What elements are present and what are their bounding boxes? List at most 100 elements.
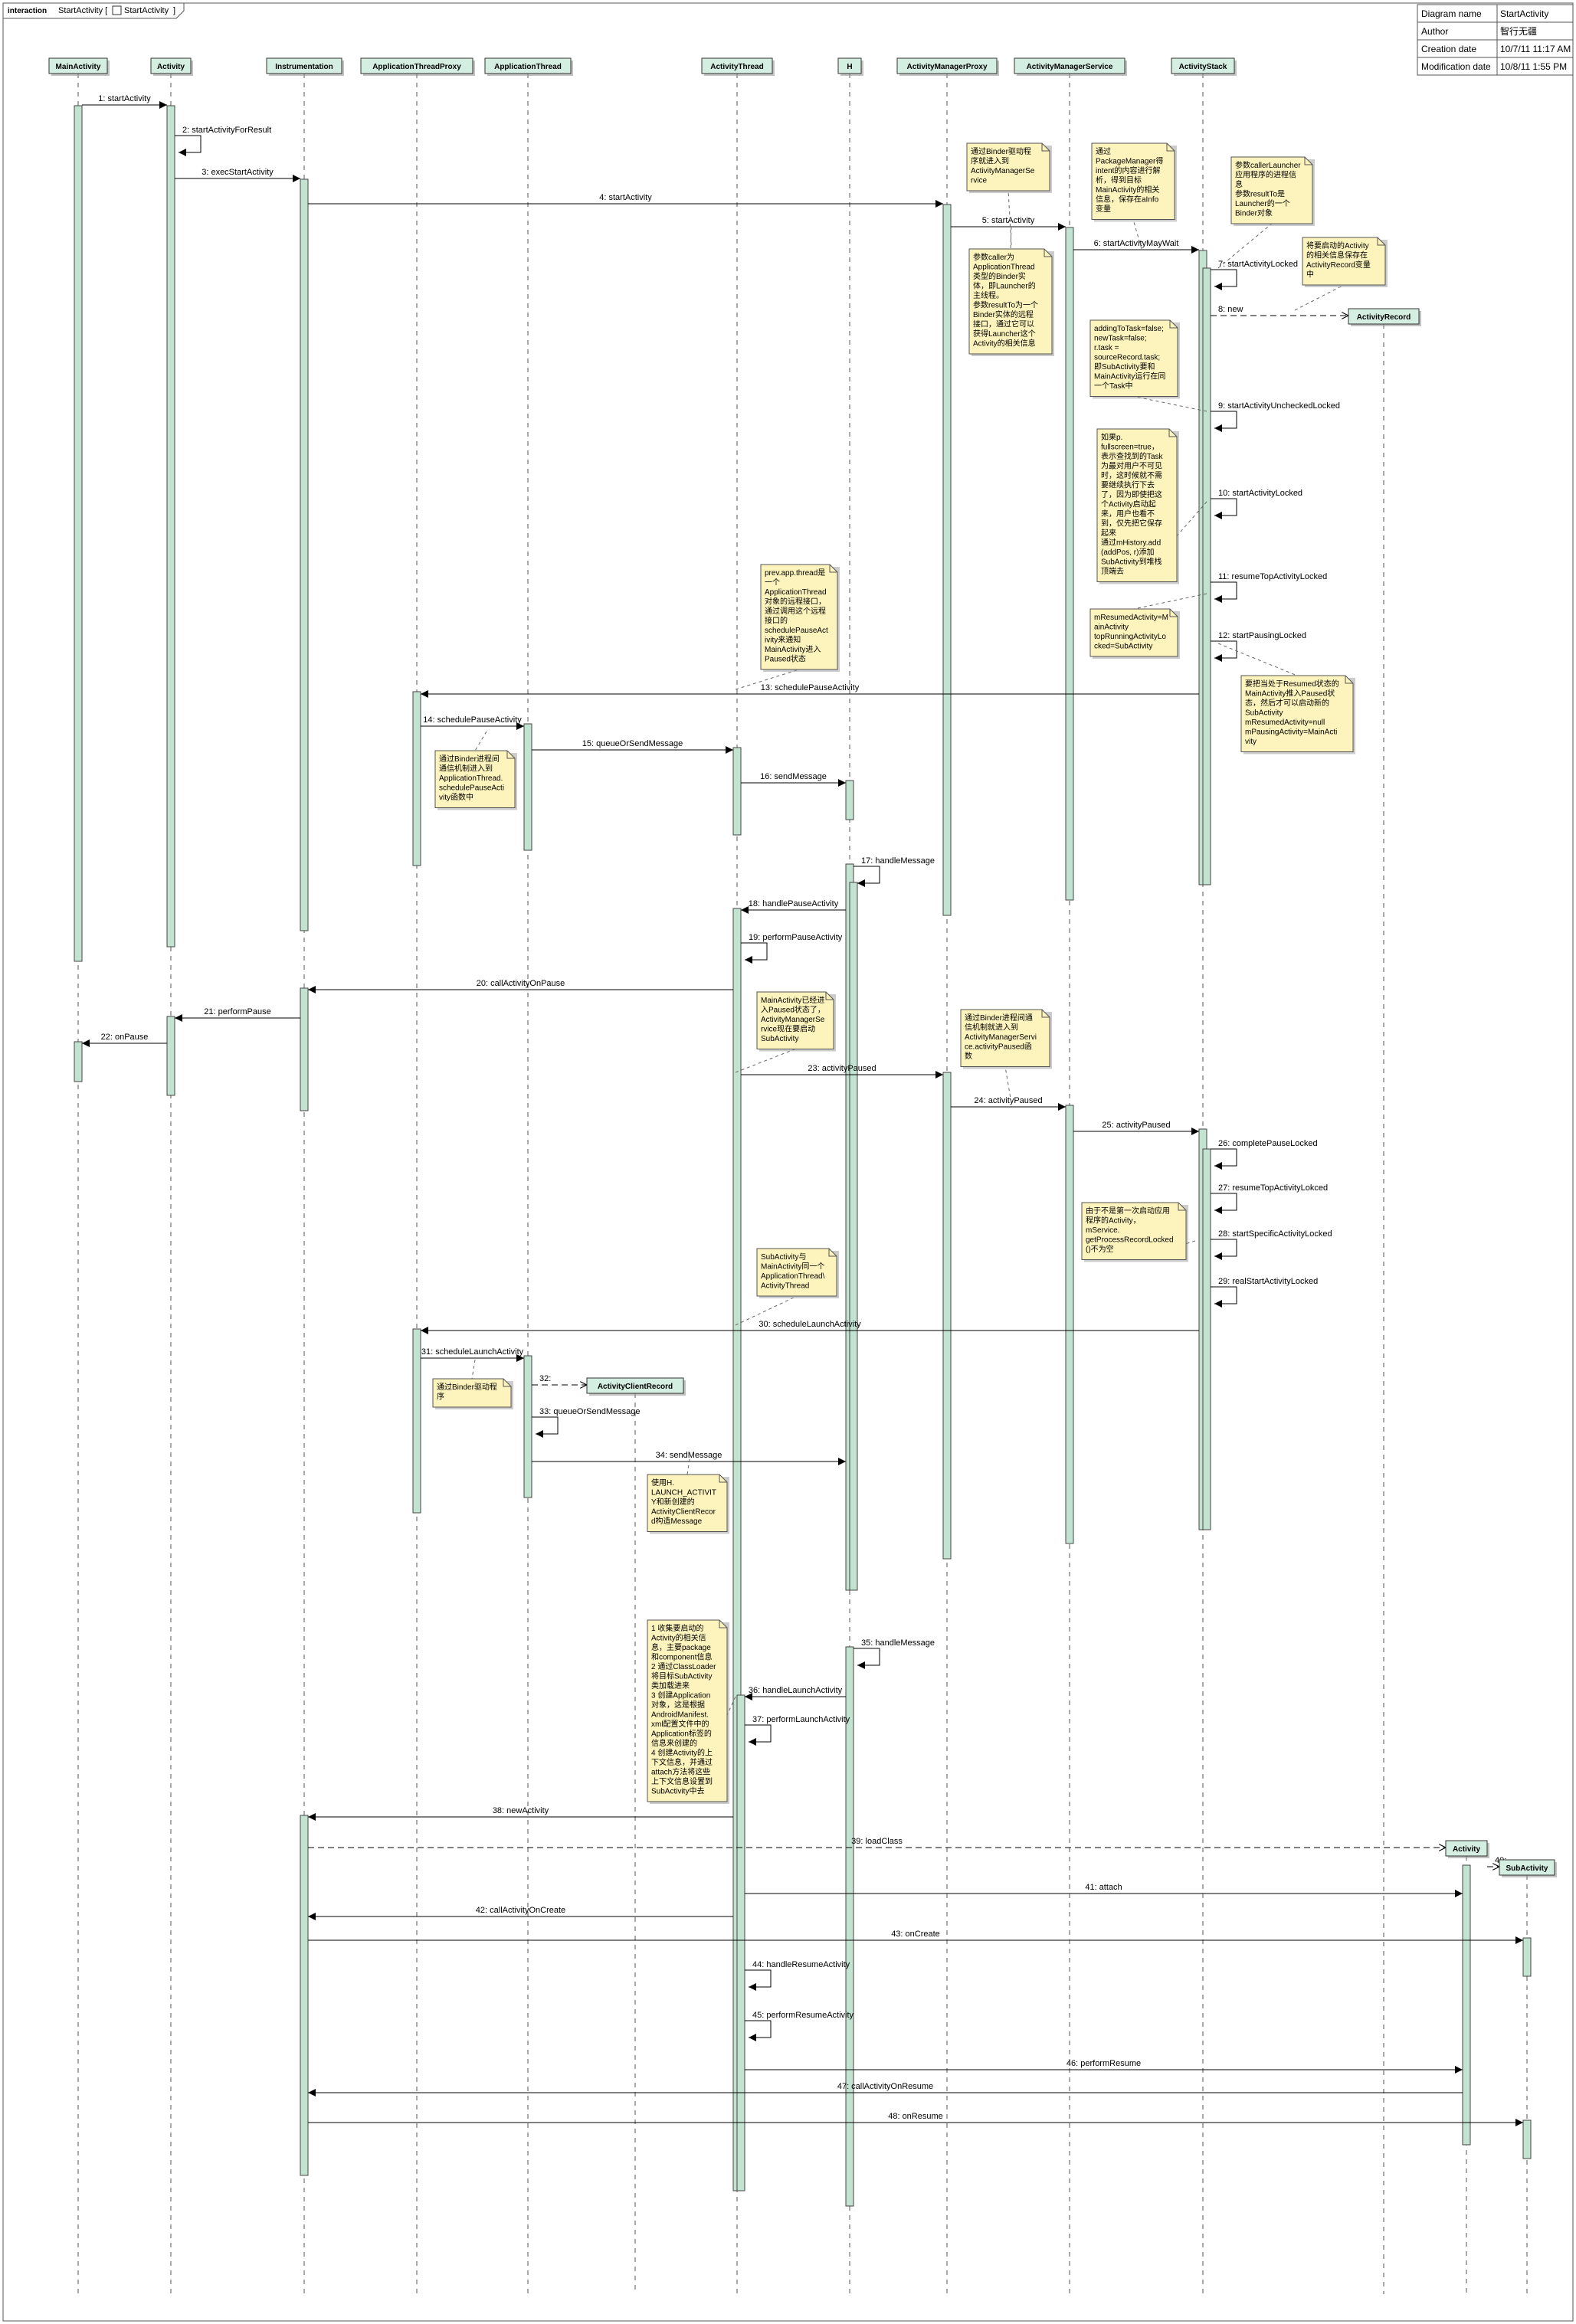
activation-bar-activityobj — [1462, 1864, 1471, 2146]
activation-bar-activity — [166, 1016, 175, 1096]
message-label: 10: startActivityLocked — [1218, 489, 1302, 498]
note-line: prev.app.thread是 — [765, 568, 825, 578]
lifeline-header-activityclientrecord — [586, 1377, 684, 1394]
note-line: 息，主要package — [651, 1642, 711, 1652]
message-label: 43: onCreate — [891, 1930, 940, 1939]
activation-bar-subactivity — [1522, 1937, 1532, 1977]
note-box — [968, 248, 1053, 355]
self-message-arrow — [1211, 1193, 1237, 1214]
note-line: xml配置文件中的 — [651, 1719, 709, 1729]
note-line: Application标签的 — [651, 1729, 712, 1739]
note-connector — [1294, 284, 1345, 311]
message-label: 45: performResumeActivity — [752, 2011, 854, 2020]
self-message-arrow — [175, 135, 202, 156]
note-line: ActivityManagerSe — [971, 167, 1035, 175]
note-box — [756, 1248, 837, 1297]
note-line: ivity来通知 — [765, 635, 801, 645]
prop-value: 智行无疆 — [1500, 25, 1537, 37]
note-line: 一个 — [765, 578, 780, 588]
note-line: newTask=false; — [1094, 335, 1147, 343]
note-fold — [1169, 320, 1178, 329]
note-box — [434, 750, 516, 808]
lifeline-header-applicationthread — [484, 57, 572, 74]
note-line: Activity的相关信 — [651, 1633, 706, 1643]
message-label: 28: startSpecificActivityLocked — [1218, 1229, 1332, 1239]
note-line: addingToTask=false; — [1094, 325, 1164, 333]
frame-title-prefix: StartActivity [ — [58, 6, 107, 15]
note-fold — [1304, 157, 1312, 165]
note-line: MainActivity的相关 — [1096, 185, 1159, 195]
lifeline-label: Activity — [1453, 1845, 1481, 1854]
note-connector — [1004, 1066, 1012, 1104]
note-line: 息 — [1235, 179, 1243, 189]
frame-title-suffix: ] — [173, 6, 175, 15]
note-fold — [1169, 609, 1178, 617]
note-line: attach方法将这些 — [651, 1767, 710, 1777]
note-line: 通过Binder进程间 — [439, 754, 500, 764]
note-fold — [1044, 249, 1052, 257]
lifeline-header-instrumentation — [266, 57, 342, 74]
message-label: 27: resumeTopActivityLokced — [1218, 1183, 1328, 1193]
note-fold — [1178, 1203, 1186, 1211]
note-line: fullscreen=true， — [1101, 444, 1159, 452]
note-line: 参数resultTo是 — [1235, 189, 1285, 199]
note-line: mPausingActivity=MainActi — [1245, 728, 1337, 737]
lifeline-header-applicationthreadproxy — [360, 57, 473, 74]
note-line: mService. — [1086, 1226, 1119, 1235]
lifeline-header-subactivity — [1499, 1859, 1555, 1876]
note-fold — [1377, 237, 1385, 246]
note-box — [756, 991, 834, 1049]
note-fold — [825, 992, 834, 1000]
note-line: 表示查找到的Task — [1101, 451, 1164, 461]
properties-table: Diagram name StartActivity Author 智行无疆 C… — [1417, 4, 1574, 76]
note-line: 将要启动的Activity — [1306, 241, 1369, 250]
note-line: MainActivity推入Paused状 — [1245, 689, 1335, 699]
note-connector — [1133, 396, 1207, 412]
activation-bar-instrumentation — [300, 178, 309, 931]
note-box — [432, 1378, 512, 1408]
note-fold — [1041, 1010, 1050, 1018]
note-line: vity — [1245, 738, 1257, 746]
note-line: SubActivity — [761, 1035, 798, 1043]
note-line: 类加载进来 — [651, 1681, 690, 1691]
note-line: mResumedActivity=M — [1094, 614, 1168, 622]
prop-key: Creation date — [1421, 44, 1476, 54]
note-line: AndroidManifest. — [651, 1711, 709, 1720]
message-label: 13: schedulePauseActivity — [761, 683, 860, 692]
note-line: 4 创建Activity的上 — [651, 1748, 713, 1758]
activation-bar-activitymanagerservice — [1065, 227, 1074, 901]
note-line: 即SubActivity要和 — [1094, 362, 1155, 372]
note-line: 数 — [965, 1051, 972, 1061]
note-line: 对象的远程接口， — [765, 597, 826, 607]
activation-bar-activitythread — [736, 1694, 745, 2191]
message-label: 34: sendMessage — [656, 1451, 722, 1460]
note-line: r.task = — [1094, 344, 1119, 352]
self-message-arrow — [1211, 1286, 1237, 1308]
lifeline-label: ApplicationThread — [494, 63, 562, 71]
note-line: 一个Task中 — [1094, 381, 1133, 391]
activation-bar-activitymanagerproxy — [942, 1072, 952, 1560]
note-line: 如果p. — [1101, 432, 1122, 442]
message-label: 25: activityPaused — [1102, 1121, 1170, 1130]
note-line: 信机制就进入到 — [965, 1023, 1018, 1033]
lifeline-header-activitymanagerservice — [1014, 57, 1125, 74]
note-line: 要把当处于Resumed状态的 — [1245, 679, 1339, 689]
activation-bar-h — [845, 1646, 854, 2207]
note-line: 程序的Activity， — [1086, 1216, 1141, 1226]
note-line: 获得Launcher这个 — [973, 329, 1036, 339]
message-label: 32: — [539, 1374, 551, 1383]
note-line: MainActivity同一个 — [761, 1262, 824, 1272]
note-line: 应用程序的进程信 — [1235, 170, 1296, 180]
note-line: 对象，这是根据 — [651, 1700, 705, 1710]
note-line: ce.activityPaused函 — [965, 1043, 1032, 1052]
lifeline-label: ActivityClientRecord — [598, 1383, 673, 1391]
note-line: 的相关信息保存在 — [1306, 250, 1368, 260]
note-line: topRunningActivityLo — [1094, 633, 1166, 641]
note-line: 通信机制进入到 — [439, 764, 493, 774]
note-line: ApplicationThread. — [439, 774, 503, 783]
message-label: 8: new — [1218, 305, 1243, 314]
prop-key: Diagram name — [1421, 8, 1482, 19]
note-line: 1 收集要启动的 — [651, 1623, 703, 1633]
self-message-arrow — [854, 866, 880, 887]
